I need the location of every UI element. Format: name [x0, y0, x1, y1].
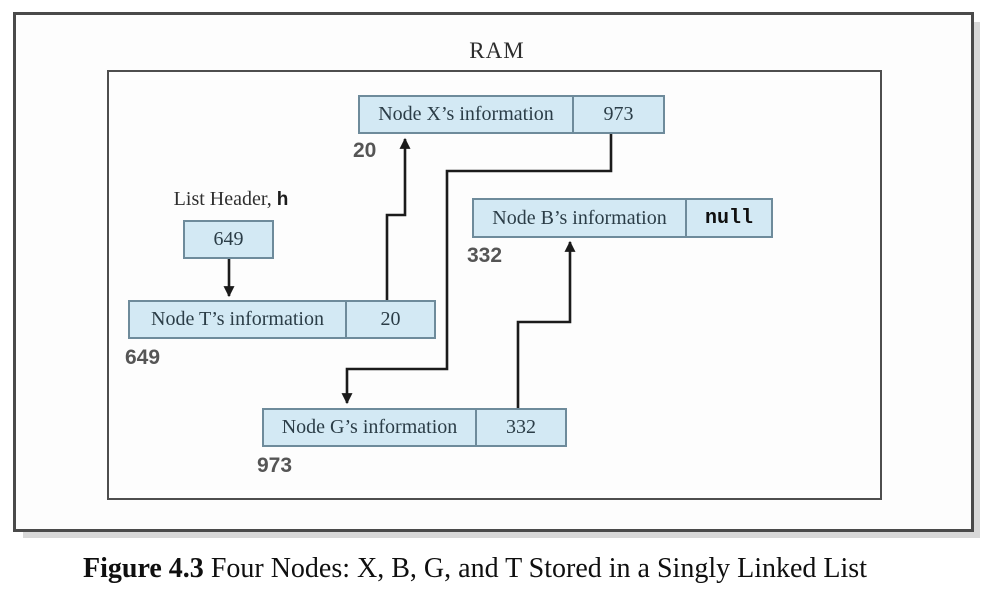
- ram-label: RAM: [469, 38, 525, 63]
- list-header-value-box: 649: [183, 220, 274, 259]
- node-g-box: Node G’s information 332: [262, 408, 567, 447]
- node-b-info: Node B’s information: [492, 206, 667, 229]
- list-header-text: List Header,: [173, 188, 272, 210]
- node-b-box: Node B’s information null: [472, 198, 773, 238]
- node-x-next-pointer: 973: [572, 97, 663, 132]
- node-t-box: Node T’s information 20: [128, 300, 436, 339]
- node-x-box: Node X’s information 973: [358, 95, 665, 134]
- node-b-next-pointer: null: [685, 200, 771, 236]
- figure-caption-number: Figure 4.3: [83, 553, 204, 584]
- figure-caption: Figure 4.3 Four Nodes: X, B, G, and T St…: [83, 553, 867, 585]
- node-t-address: 649: [125, 346, 161, 369]
- node-t-next-pointer: 20: [345, 302, 434, 337]
- node-g-address: 973: [257, 454, 293, 477]
- list-header-value: 649: [213, 228, 244, 250]
- node-b-address: 332: [467, 244, 503, 267]
- node-g-info: Node G’s information: [281, 416, 458, 438]
- list-header-variable: h: [276, 189, 289, 210]
- node-t-info: Node T’s information: [151, 308, 324, 330]
- list-header-label: List Header, h: [174, 188, 289, 211]
- node-x-info: Node X’s information: [378, 103, 554, 125]
- figure-caption-text: Four Nodes: X, B, G, and T Stored in a S…: [210, 553, 867, 584]
- node-x-address: 20: [353, 139, 377, 162]
- node-g-next-pointer: 332: [475, 410, 565, 445]
